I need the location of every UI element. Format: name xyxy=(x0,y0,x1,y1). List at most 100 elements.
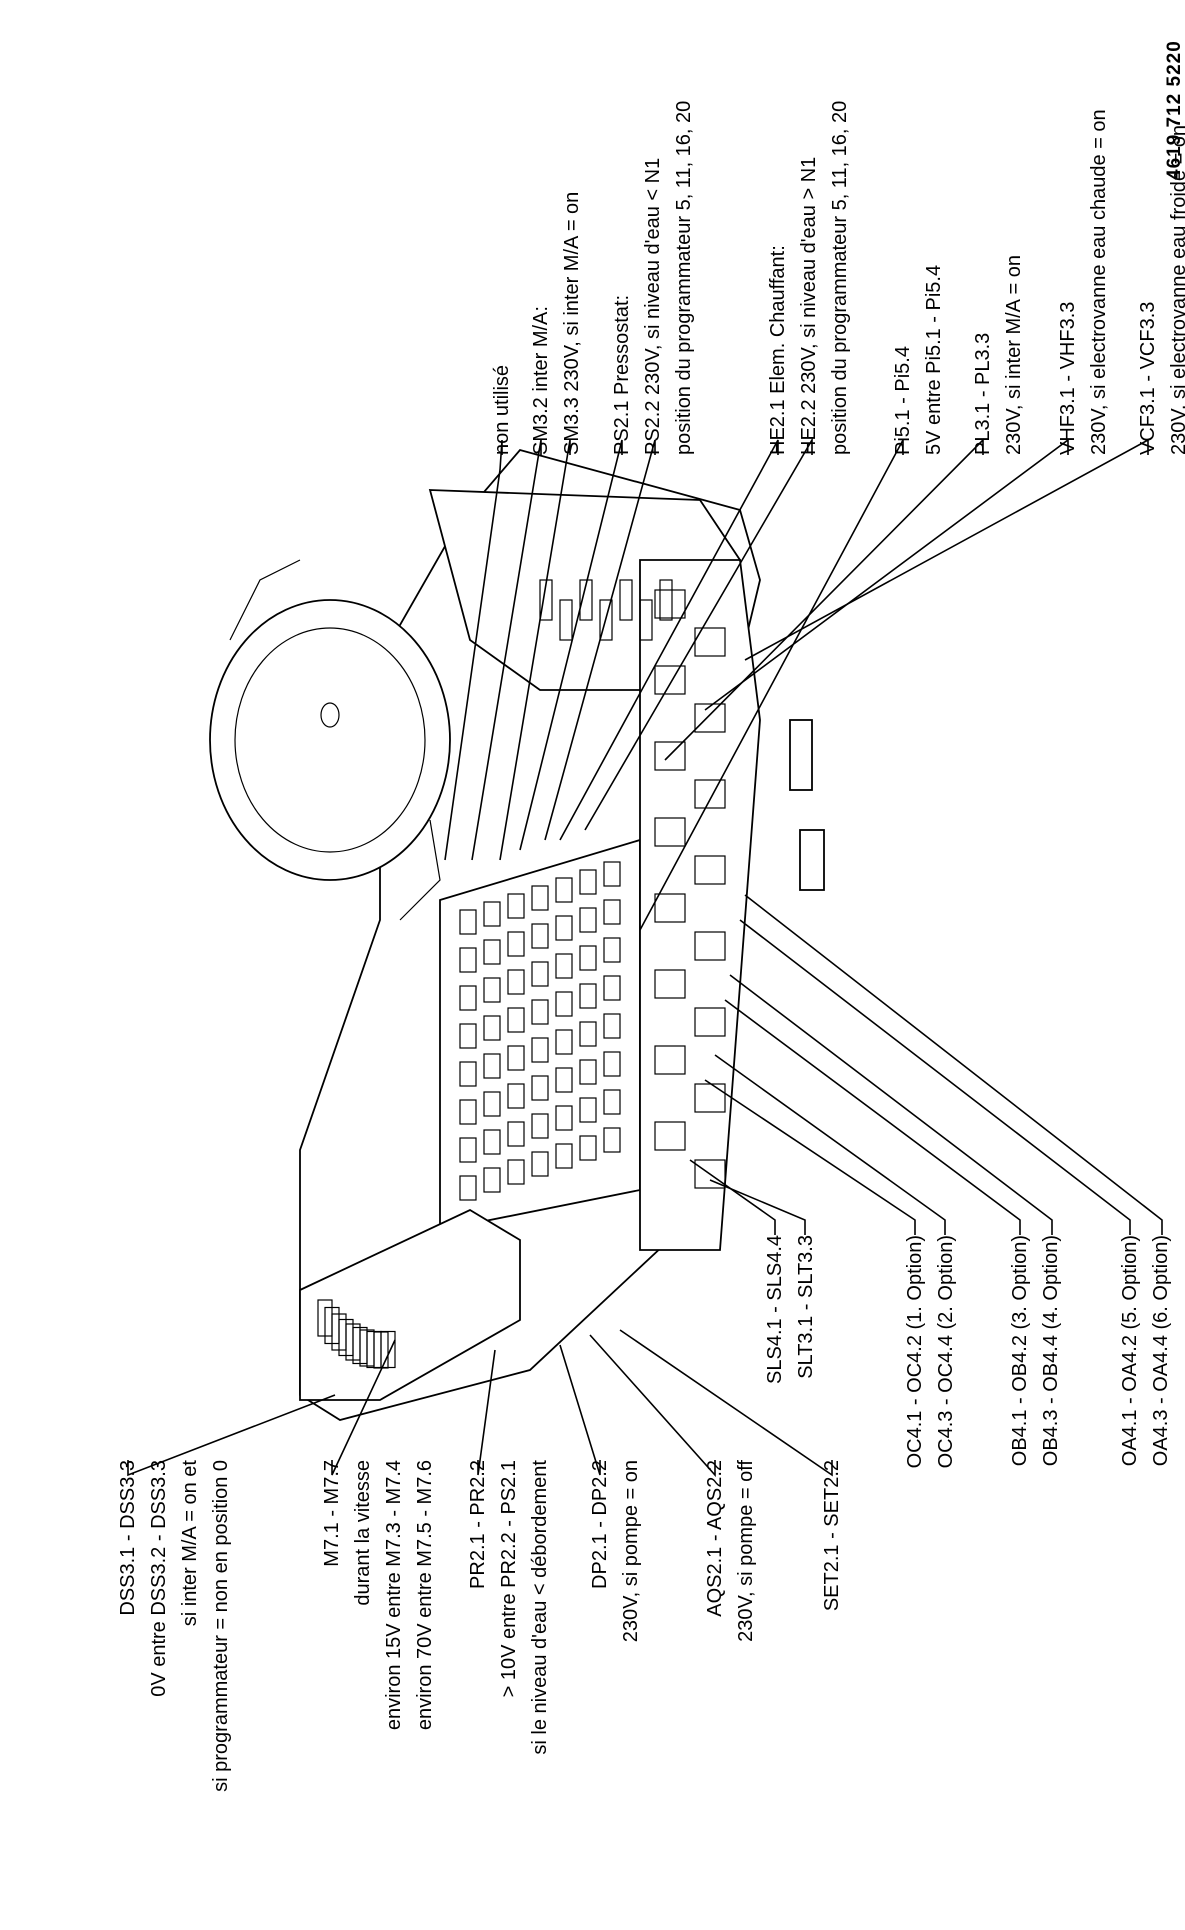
label-dss3-line: si programmateur = non en position 0 xyxy=(210,1460,232,1792)
leader-he2-1 xyxy=(559,439,779,841)
grid-cell xyxy=(603,1051,621,1077)
leader-oc4-1 xyxy=(704,1079,916,1235)
grid-cell xyxy=(555,877,573,903)
label-pi5-line: 5V entre Pi5.1 - Pi5.4 xyxy=(923,265,945,455)
grid-cell xyxy=(459,1099,477,1125)
grid-cell xyxy=(507,1083,525,1109)
grid-cell xyxy=(483,1091,501,1117)
leader-lines xyxy=(127,437,1163,1478)
grid-cell xyxy=(507,931,525,957)
grid-cell xyxy=(507,1045,525,1071)
label-aqs2-line: AQS2.1 - AQS2.2 xyxy=(704,1460,726,1617)
label-sm3: SM3.2 inter M/A:SM3.3 230V, si inter M/A… xyxy=(530,192,583,455)
motor-axle xyxy=(320,702,340,728)
switch-contact xyxy=(654,589,686,619)
leader-ob4-1 xyxy=(724,999,1021,1235)
label-m7-line: environ 15V entre M7.3 - M7.4 xyxy=(383,1460,405,1730)
connector-pin xyxy=(380,1330,396,1369)
leader-oa4-1 xyxy=(739,919,1131,1235)
label-pr2-line: > 10V entre PR2.2 - PS2.1 xyxy=(498,1460,520,1697)
switch-contact xyxy=(654,1121,686,1151)
label-oc4: OC4.1 - OC4.2 (1. Option) OC4.3 - OC4.4 (… xyxy=(904,1235,957,1468)
label-sm3-line: SM3.3 230V, si inter M/A = on xyxy=(561,192,583,455)
grid-cell xyxy=(459,1023,477,1049)
grid-cell xyxy=(603,861,621,887)
leader-dss3 xyxy=(127,1394,336,1477)
motor-drum-inner xyxy=(234,627,426,853)
terminal-tab xyxy=(579,579,593,621)
switch-contact xyxy=(694,703,726,733)
grid-cell xyxy=(603,1127,621,1153)
grid-cell xyxy=(603,937,621,963)
leader-ps2-1 xyxy=(519,439,623,851)
label-pl3-line: 230V, si inter M/A = on xyxy=(1003,255,1025,455)
label-vhf3-line: 230V, si electrovanne eau chaude = on xyxy=(1088,109,1110,455)
grid-cell xyxy=(483,901,501,927)
label-pr2-line: PR2.1 - PR2.2 xyxy=(467,1460,489,1589)
grid-cell xyxy=(555,1143,573,1169)
label-dss3-line: DSS3.1 - DSS3.3 xyxy=(117,1460,139,1616)
switch-contact xyxy=(654,741,686,771)
label-oa4-line: OA4.1 - OA4.2 (5. Option) xyxy=(1119,1235,1141,1466)
grid-cell xyxy=(555,1067,573,1093)
grid-cell xyxy=(579,1135,597,1161)
grid-cell xyxy=(507,1159,525,1185)
programmer-unit xyxy=(209,448,825,1421)
grid-cell xyxy=(507,969,525,995)
terminal-tab xyxy=(659,579,673,621)
label-oa4: OA4.1 - OA4.2 (5. Option)OA4.3 - OA4.4 (… xyxy=(1119,1235,1172,1466)
label-aqs2: AQS2.1 - AQS2.2 230V, si pompe = off xyxy=(704,1460,757,1642)
label-vhf3-line: VHF3.1 - VHF3.3 xyxy=(1057,302,1079,455)
leader-pr2 xyxy=(477,1349,496,1476)
terminal-tab xyxy=(619,579,633,621)
grid-cell xyxy=(555,953,573,979)
grid-cell xyxy=(459,1061,477,1087)
shaft-lower xyxy=(799,829,825,891)
leader-oa4-3 xyxy=(744,894,1163,1235)
leader-oc4-3 xyxy=(714,1054,946,1235)
terminal-tab xyxy=(639,599,653,641)
label-vhf3: VHF3.1 - VHF3.3 230V, si electrovanne eau… xyxy=(1057,109,1110,455)
label-ps2: PS2.1 Pressostat:PS2.2 230V, si niveau d… xyxy=(611,101,695,455)
motor-drum xyxy=(209,599,451,881)
grid-cell xyxy=(579,907,597,933)
switch-contact xyxy=(654,969,686,999)
grid-cell xyxy=(459,985,477,1011)
grid-cell xyxy=(531,1113,549,1139)
label-m7-line: environ 70V entre M7.5 - M7.6 xyxy=(414,1460,436,1730)
grid-cell xyxy=(531,999,549,1025)
leader-m7 xyxy=(331,1339,396,1476)
grid-cell xyxy=(603,1089,621,1115)
contact-grid xyxy=(459,861,621,1201)
label-dss3-line: 0V entre DSS3.2 - DSS3.3 xyxy=(148,1460,170,1697)
grid-cell xyxy=(459,909,477,935)
bottom-labels: DSS3.1 - DSS3.3 0V entre DSS3.2 - DSS3.3 s… xyxy=(117,1235,1172,1792)
terminal-tab xyxy=(559,599,573,641)
terminal-tabs xyxy=(539,579,673,641)
grid-cell xyxy=(507,1007,525,1033)
label-ob4: OB4.1 - OB4.2 (3. Option)OB4.3 - OB4.4 (… xyxy=(1009,1235,1062,1466)
grid-cell xyxy=(603,1013,621,1039)
label-oc4-line: OC4.1 - OC4.2 (1. Option) xyxy=(904,1235,926,1468)
label-pi5-line: Pi5.1 - Pi5.4 xyxy=(892,346,914,455)
label-aqs2-line: 230V, si pompe = off xyxy=(735,1460,757,1642)
leader-pl3 xyxy=(664,438,984,761)
leader-dp2 xyxy=(559,1344,601,1476)
grid-cell xyxy=(531,923,549,949)
switch-bank xyxy=(639,559,761,1251)
grid-cell xyxy=(531,1151,549,1177)
label-ps2-line: PS2.1 Pressostat: xyxy=(611,295,633,455)
grid-cell xyxy=(579,1097,597,1123)
label-set2: SET2.1 - SET2.2 xyxy=(821,1460,843,1611)
switch-contact xyxy=(694,855,726,885)
label-pr2-line: si le niveau d'eau < débordement xyxy=(529,1460,551,1755)
label-oc4-line: OC4.3 - OC4.4 (2. Option) xyxy=(935,1235,957,1468)
grid-cell xyxy=(603,899,621,925)
switch-contact xyxy=(654,817,686,847)
